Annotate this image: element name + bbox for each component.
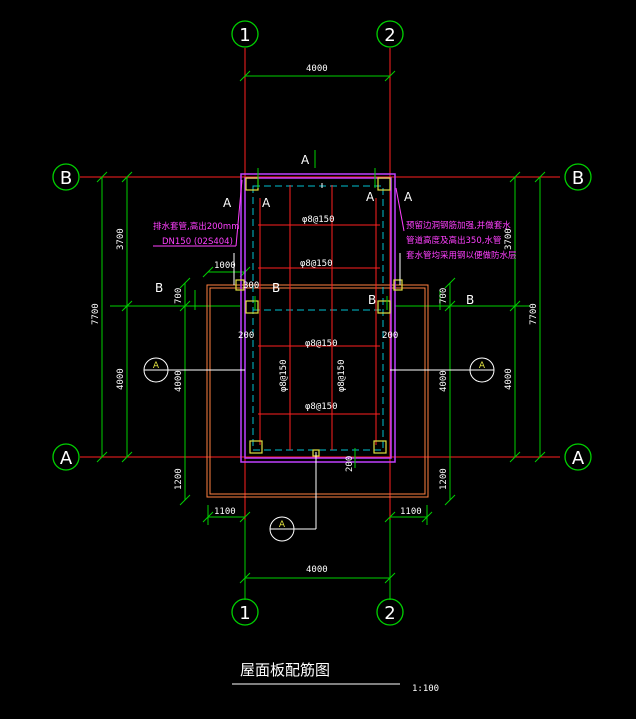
- title-block: 屋面板配筋图 1:100: [232, 661, 439, 694]
- dim-bottom-left-1100: 1100: [214, 507, 236, 517]
- section-letters: A A A A A B B B B: [155, 153, 474, 307]
- drawing-scale: 1:100: [412, 684, 439, 694]
- dim-bottom-right-1100: 1100: [400, 507, 422, 517]
- section-symbol-right: A: [469, 357, 495, 383]
- axis-label-A-left: A: [60, 448, 73, 469]
- notes: 排水套管,高出200mm DN150 (02S404) 预留边洞钢筋加强,并做套…: [153, 220, 517, 261]
- svg-text:B: B: [272, 281, 280, 295]
- svg-text:A: A: [223, 196, 232, 210]
- svg-text:A: A: [404, 190, 413, 204]
- dim-200-bottom: 200: [345, 456, 355, 472]
- svg-text:A: A: [262, 196, 271, 210]
- dim-left-upper: 3700: [116, 228, 126, 250]
- slab-outline: [240, 173, 396, 463]
- svg-text:A: A: [279, 520, 286, 530]
- svg-text:A: A: [366, 190, 375, 204]
- axis-label-B-left: B: [60, 168, 72, 189]
- dim-200-left: 200: [238, 331, 254, 341]
- svg-text:B: B: [368, 293, 376, 307]
- axis-label-2-bottom: 2: [384, 603, 395, 624]
- dim-right-total: 7700: [529, 303, 539, 325]
- dim-overhang-left: 1200: [174, 468, 184, 490]
- dim-step-left-top: 1000: [214, 261, 236, 271]
- axis-bubble-A-right: A: [564, 443, 592, 471]
- dim-left-lower: 4000: [116, 368, 126, 390]
- note-right-line1: 预留边洞钢筋加强,并做套水: [406, 220, 511, 231]
- section-symbol-bottom: A: [269, 516, 295, 542]
- dim-step-700-right: 700: [439, 288, 449, 304]
- overhang-outline: [206, 284, 429, 498]
- dim-step-700-left: 700: [174, 288, 184, 304]
- dim-overhang-right: 1200: [439, 468, 449, 490]
- drawing-title: 屋面板配筋图: [240, 661, 330, 679]
- axis-label-A-right: A: [572, 448, 585, 469]
- axis-bubble-1-bottom: 1: [231, 598, 259, 626]
- svg-text:A: A: [153, 361, 160, 371]
- axis-bubble-2-bottom: 2: [376, 598, 404, 626]
- dim-right-upper: 3700: [504, 228, 514, 250]
- axis-bubble-B-right: B: [564, 163, 592, 191]
- dim-inner-left-4000: 4000: [174, 370, 184, 392]
- rebar-label-6: φ8@150: [337, 359, 347, 392]
- rebar-label-4: φ8@150: [305, 402, 338, 412]
- section-lines: [168, 183, 470, 530]
- beam-dashed-lines: [252, 185, 384, 451]
- dimension-lines: [96, 70, 546, 600]
- axis-lines: [80, 48, 560, 600]
- dim-span-bottom: 4000: [306, 565, 328, 575]
- axis-label-1-bottom: 1: [239, 603, 250, 624]
- dim-step-300: 300: [243, 281, 259, 291]
- axis-bubble-A-left: A: [52, 443, 80, 471]
- dim-right-lower: 4000: [504, 368, 514, 390]
- rebar-label-2: φ8@150: [300, 259, 333, 269]
- section-symbol-left: A: [143, 357, 169, 383]
- note-leaders: [153, 179, 405, 247]
- note-right-line2: 管道高度及高出350,水管: [406, 235, 501, 246]
- axis-bubble-B-left: B: [52, 163, 80, 191]
- note-left-line2: DN150 (02S404): [162, 237, 233, 247]
- svg-text:A: A: [301, 153, 310, 167]
- rebar-labels: φ8@150 φ8@150 φ8@150 φ8@150 φ8@150 φ8@15…: [279, 215, 347, 412]
- rebar-label-5: φ8@150: [279, 359, 289, 392]
- dim-span-top: 4000: [306, 64, 328, 74]
- axis-label-B-right: B: [572, 168, 584, 189]
- note-left-line1: 排水套管,高出200mm: [153, 221, 240, 232]
- axis-label-2: 2: [384, 25, 395, 46]
- rebar-grid: [258, 185, 380, 450]
- dimension-texts: 4000 4000 7700 3700 4000 7700 3700 4000 …: [91, 64, 539, 575]
- svg-text:B: B: [466, 293, 474, 307]
- svg-text:B: B: [155, 281, 163, 295]
- note-right-line3: 套水管均采用钢以便做防水层: [406, 250, 517, 261]
- rebar-label-3: φ8@150: [305, 339, 338, 349]
- axis-label-1: 1: [239, 25, 250, 46]
- section-marks: [194, 150, 441, 468]
- dim-left-total: 7700: [91, 303, 101, 325]
- rebar-label-1: φ8@150: [302, 215, 335, 225]
- axis-bubble-1-top: 1: [231, 20, 259, 48]
- dim-200-right: 200: [382, 331, 398, 341]
- dim-inner-right-4000: 4000: [439, 370, 449, 392]
- axis-bubble-2-top: 2: [376, 20, 404, 48]
- svg-text:A: A: [479, 361, 486, 371]
